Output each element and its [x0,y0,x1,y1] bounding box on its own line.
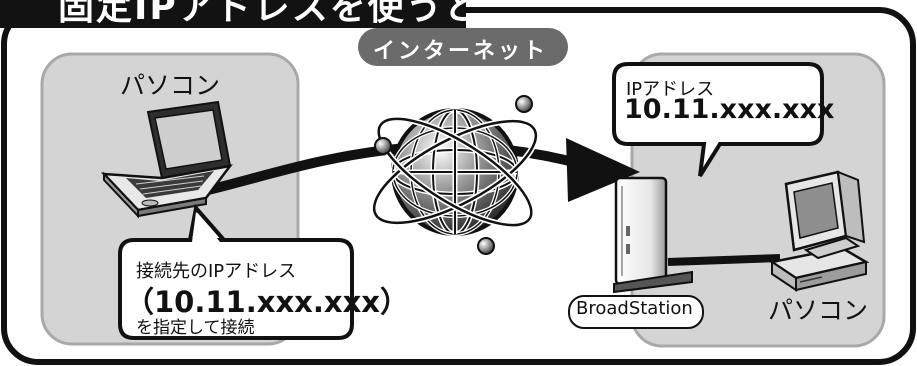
connect-line3: を指定して接続 [136,318,255,338]
router-label: BroadStation [576,298,693,319]
ip-callout-bubble [612,62,824,178]
connect-line2: （10.11.xxx.xxx） [125,285,409,319]
router-label-pill [568,295,704,329]
arrow-head [566,138,640,202]
right-pc-label: パソコン [768,296,869,325]
connect-line1: 接続先のIPアドレス [136,261,297,282]
internet-pill [358,28,568,66]
lan-cable [667,254,781,266]
ip-value: 10.11.xxx.xxx [624,94,835,125]
router-icon [613,176,693,294]
globe-icon [371,95,539,255]
internet-label: インターネット [373,39,549,64]
title-tab [0,0,466,28]
laptop-icon [100,100,233,219]
connect-callout-bubble [118,203,354,340]
left-pc-label: パソコン [120,71,221,100]
desktop-pc-icon [768,170,870,292]
ip-label: IPアドレス [626,79,715,100]
page-title: 固定IPアドレスを使うと [58,0,482,28]
connection-curve [203,141,590,195]
